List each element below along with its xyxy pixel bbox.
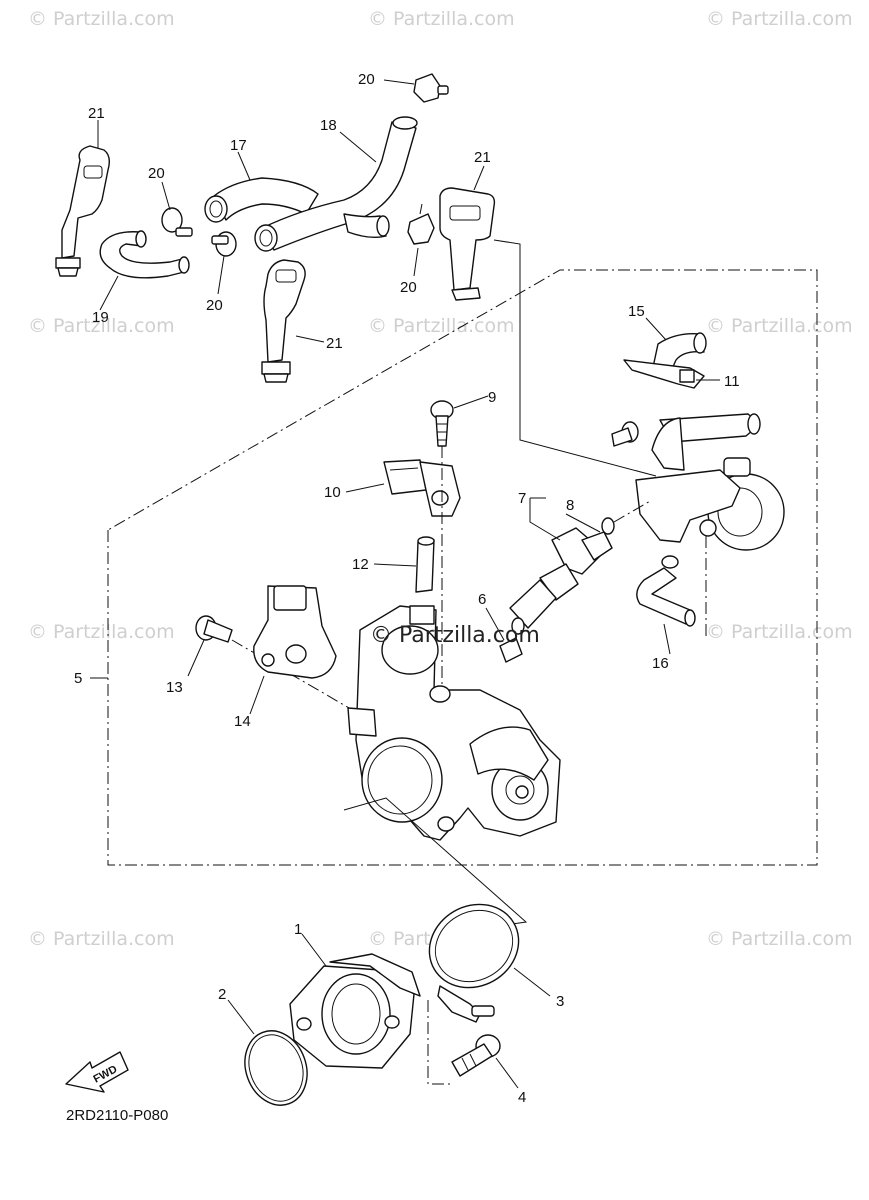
callout-4: 4 — [518, 1089, 526, 1106]
leader-15 — [645, 317, 667, 341]
leader-10 — [345, 483, 385, 493]
joint-6 — [499, 637, 523, 663]
leader-hose-route — [493, 239, 657, 477]
bolt-axis — [427, 1000, 450, 1085]
center-watermark: © Partzilla.com — [370, 623, 540, 648]
screw-9 — [430, 400, 454, 447]
leader-21c — [295, 335, 325, 343]
watermark: © Partzilla.com — [706, 928, 853, 950]
throttle-body — [347, 605, 561, 841]
hose-18 — [254, 116, 418, 252]
watermark: © Partzilla.com — [28, 928, 175, 950]
leader-4 — [495, 1057, 519, 1089]
clamp-20a — [161, 207, 193, 237]
callout-2: 2 — [218, 986, 226, 1003]
bolt-4 — [451, 1034, 501, 1077]
leader-3 — [513, 967, 551, 997]
callout-5: 5 — [74, 670, 82, 687]
callout-1: 1 — [294, 921, 302, 938]
leader-13 — [187, 639, 205, 677]
callout-20: 20 — [206, 297, 223, 314]
watermark: © Partzilla.com — [368, 8, 515, 30]
callout-3: 3 — [556, 993, 564, 1010]
screw-13 — [195, 615, 233, 643]
callout-21: 21 — [326, 335, 343, 352]
leader-17 — [237, 151, 251, 181]
intake-joint-1 — [289, 953, 421, 1069]
fwd-arrow-icon: FWD — [65, 1051, 129, 1093]
holder-right — [439, 187, 496, 301]
hose-19 — [99, 230, 190, 279]
leader-8 — [565, 513, 601, 533]
callout-20: 20 — [358, 71, 375, 88]
watermark: © Partzilla.com — [28, 621, 175, 643]
callout-16: 16 — [652, 655, 669, 672]
leader-1 — [301, 933, 327, 967]
leader-16 — [663, 623, 671, 655]
callout-10: 10 — [324, 484, 341, 501]
callout-layer: 21 20 18 17 20 21 19 20 20 21 15 11 9 10… — [74, 71, 740, 1106]
injector-axis — [613, 499, 653, 523]
watermark: © Partzilla.com — [368, 315, 515, 337]
holder-left — [55, 145, 111, 277]
o-ring-2 — [244, 1030, 308, 1106]
leader-20a — [161, 181, 171, 211]
callout-9: 9 — [488, 389, 496, 406]
watermark: © Partzilla.com — [28, 315, 175, 337]
screw-valve — [611, 421, 639, 447]
injector-7 — [509, 527, 613, 635]
clamp-3 — [428, 903, 520, 1023]
callout-13: 13 — [166, 679, 183, 696]
callout-19: 19 — [92, 309, 109, 326]
leader-20b — [217, 255, 225, 295]
hose-16 — [636, 555, 696, 627]
callout-20: 20 — [400, 279, 417, 296]
assembly-boundary — [107, 269, 818, 866]
holder-lower — [261, 259, 306, 383]
leader-19 — [99, 275, 119, 311]
callout-18: 18 — [320, 117, 337, 134]
callout-11: 11 — [724, 373, 740, 390]
diagram-code: 2RD2110-P080 — [66, 1107, 168, 1124]
tps-14 — [253, 585, 337, 679]
leader-7 — [529, 498, 561, 541]
watermark: © Partzilla.com — [706, 621, 853, 643]
clamp-20c — [413, 73, 449, 103]
hose-12 — [415, 536, 435, 593]
callout-14: 14 — [234, 713, 251, 730]
leader-18 — [339, 131, 377, 163]
watermark: © Partzilla.com — [706, 8, 853, 30]
callout-17: 17 — [230, 137, 247, 154]
callout-20: 20 — [148, 165, 165, 182]
leader-14 — [249, 675, 265, 715]
leader-20d — [413, 247, 419, 277]
watermark: © Partzilla.com — [706, 315, 853, 337]
callout-7: 7 — [518, 490, 526, 507]
clamp-20b — [211, 231, 237, 257]
callout-15: 15 — [628, 303, 645, 320]
callout-21: 21 — [474, 149, 491, 166]
air-valve — [635, 413, 785, 551]
leader-21b — [473, 165, 485, 191]
leader-12 — [373, 563, 417, 567]
callout-6: 6 — [478, 591, 486, 608]
callout-12: 12 — [352, 556, 369, 573]
clamp-20d — [407, 203, 435, 245]
leader-2 — [227, 999, 255, 1035]
pressure-sensor-10 — [383, 459, 461, 517]
leader-9 — [453, 395, 489, 409]
o-ring-8 — [601, 517, 615, 535]
callout-21: 21 — [88, 105, 105, 122]
callout-8: 8 — [566, 497, 574, 514]
leader-20c — [383, 79, 415, 85]
leader-6 — [485, 607, 505, 641]
bracket-11 — [623, 359, 705, 389]
watermark: © Partzilla.com — [28, 8, 175, 30]
